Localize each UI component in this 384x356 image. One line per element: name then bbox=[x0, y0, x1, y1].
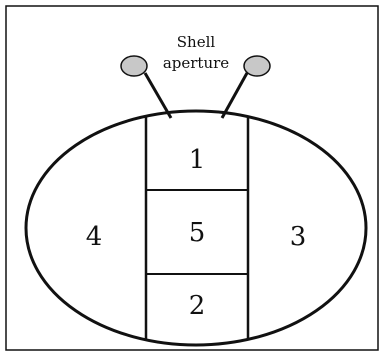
region-label-2: 2 bbox=[189, 291, 206, 321]
region-dividers bbox=[144, 111, 250, 345]
shell-outline bbox=[24, 109, 368, 347]
aperture-stalk-right bbox=[220, 72, 249, 119]
caption-line-1: Shell bbox=[177, 33, 216, 51]
aperture-knob-right bbox=[243, 55, 271, 77]
region-label-4: 4 bbox=[86, 222, 103, 252]
region-label-1: 1 bbox=[189, 145, 206, 175]
outer-border bbox=[5, 5, 379, 351]
region-label-3: 3 bbox=[290, 222, 307, 252]
caption-line-2: aperture bbox=[163, 54, 229, 72]
region-label-5: 5 bbox=[189, 218, 206, 248]
aperture-knob-left bbox=[120, 55, 148, 77]
aperture-stalk-left bbox=[143, 72, 173, 119]
